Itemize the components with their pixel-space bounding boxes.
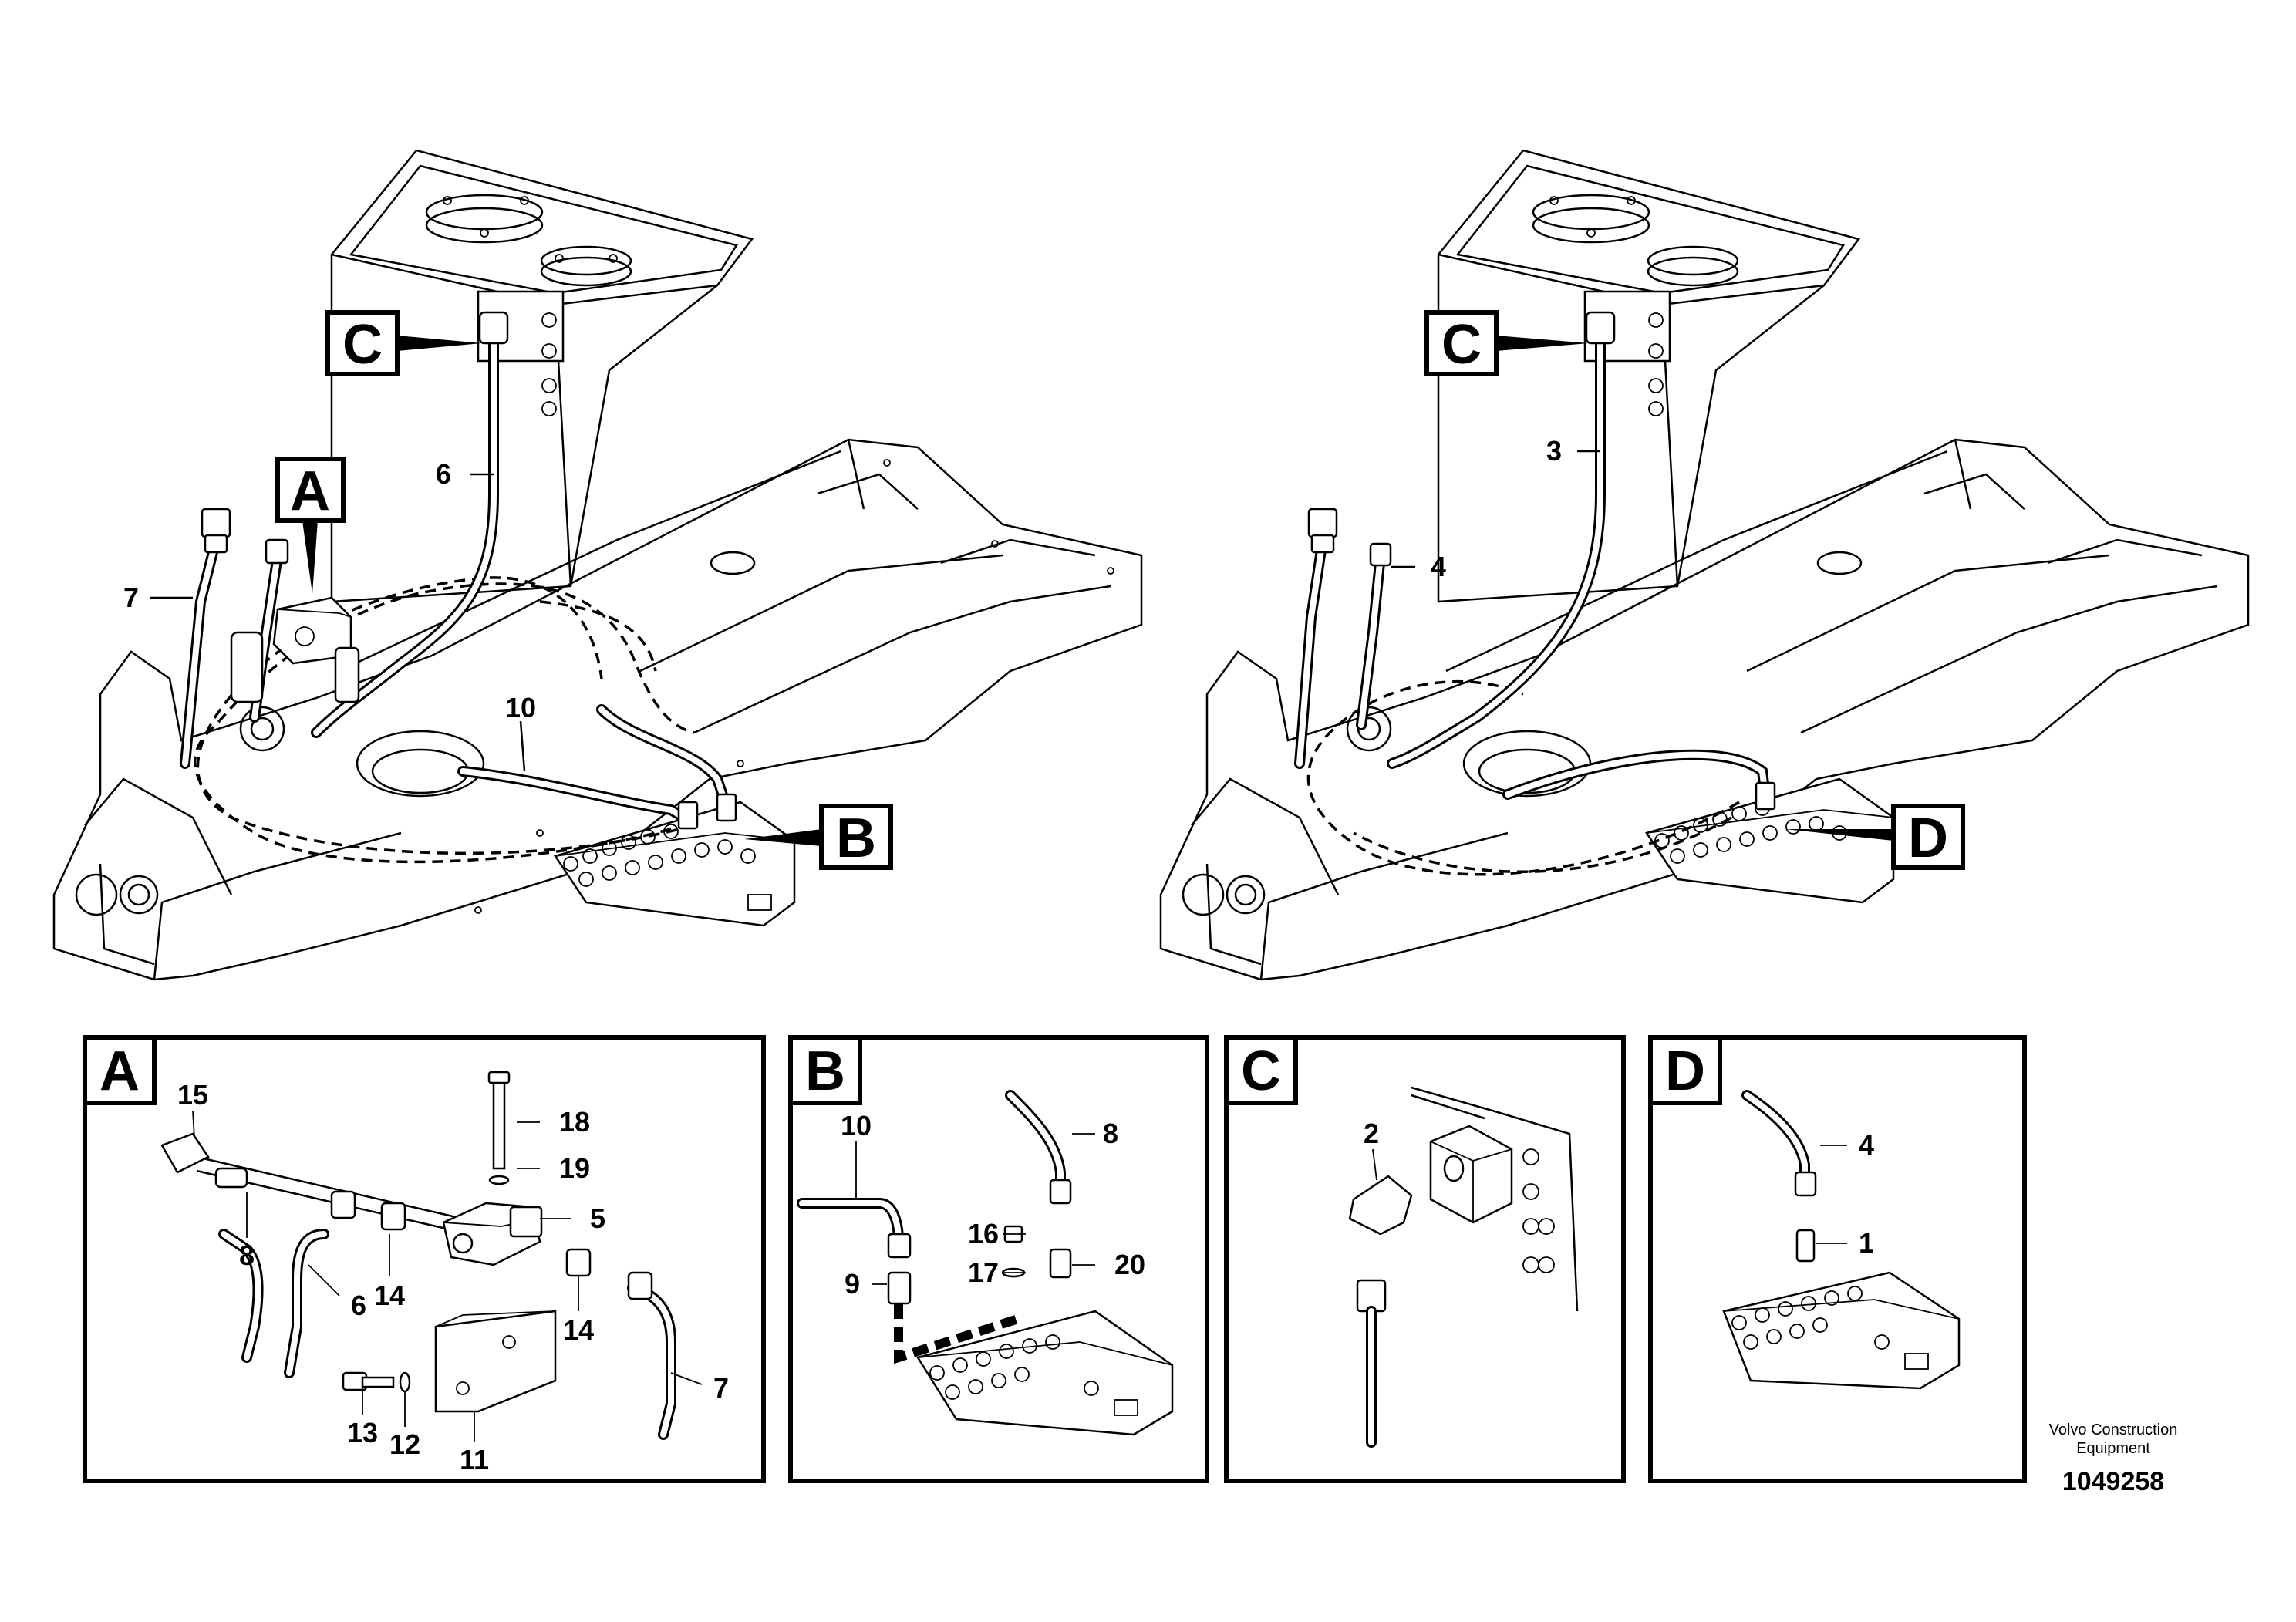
footer-credit: Volvo Construction Equipment 1049258 — [2049, 1421, 2178, 1496]
left-callout-b: B — [744, 804, 893, 870]
detail-d-label-1: 1 — [1859, 1227, 1874, 1259]
detail-b-label-20: 20 — [1114, 1249, 1145, 1280]
left-callout-b-letter: B — [836, 808, 876, 869]
left-pressure-switch-block — [230, 596, 360, 703]
right-hoses — [1294, 311, 1776, 811]
footer-doc-number: 1049258 — [2062, 1467, 2164, 1496]
label-hose-4: 4 — [1431, 551, 1446, 582]
detail-b-label-17: 17 — [968, 1256, 999, 1288]
footer-company-line1: Volvo Construction — [2049, 1421, 2178, 1438]
detail-a-label-18: 18 — [559, 1106, 590, 1138]
right-callout-c-letter: C — [1441, 314, 1482, 376]
label-hose-7: 7 — [123, 582, 139, 613]
right-callout-d: D — [1785, 804, 1965, 870]
detail-c-panel: C 2 — [1224, 1035, 1626, 1483]
left-chassis-frame — [52, 438, 1143, 981]
left-dashed-hose-routes — [194, 576, 695, 864]
detail-a-panel: A — [83, 1035, 766, 1483]
left-main-view: 6 7 10 C A B — [52, 149, 1143, 981]
footer-company-line2: Equipment — [2076, 1440, 2150, 1457]
right-callout-d-letter: D — [1908, 808, 1948, 869]
right-chassis-frame — [1159, 438, 2250, 981]
left-control-valve — [554, 801, 796, 927]
detail-b-label-10: 10 — [841, 1110, 872, 1141]
label-hose-6: 6 — [436, 458, 451, 490]
detail-b-title: B — [805, 1040, 845, 1102]
detail-b-label-16: 16 — [968, 1218, 999, 1249]
right-control-valve — [1645, 777, 1895, 904]
detail-b-panel: B 10 8 16 17 20 9 — [788, 1035, 1209, 1483]
left-callout-c-letter: C — [342, 314, 383, 376]
left-hoses — [180, 311, 737, 830]
detail-a-label-14b: 14 — [563, 1314, 594, 1346]
right-main-view: 3 4 C D — [1159, 149, 2250, 981]
detail-c-label-2: 2 — [1364, 1118, 1379, 1149]
left-callout-a-letter: A — [290, 460, 330, 522]
left-callout-c: C — [325, 310, 482, 376]
detail-a-label-15: 15 — [177, 1079, 208, 1111]
detail-a-label-14a: 14 — [374, 1280, 405, 1311]
detail-d-title: D — [1665, 1040, 1705, 1102]
detail-a-label-7: 7 — [713, 1372, 729, 1404]
left-callout-a: A — [275, 457, 346, 594]
right-dashed-hose-routes — [1306, 679, 1740, 876]
detail-a-label-12: 12 — [389, 1428, 420, 1460]
detail-b-label-8: 8 — [1103, 1118, 1118, 1149]
detail-a-label-5: 5 — [590, 1202, 605, 1234]
detail-a-label-8: 8 — [239, 1239, 255, 1271]
detail-d-label-4: 4 — [1859, 1129, 1874, 1161]
leader-10 — [519, 720, 526, 772]
right-callout-c: C — [1424, 310, 1589, 376]
detail-a-label-13: 13 — [347, 1417, 378, 1448]
detail-c-title: C — [1241, 1040, 1281, 1102]
detail-a-label-6: 6 — [351, 1290, 366, 1321]
detail-a-label-11: 11 — [460, 1444, 489, 1475]
label-hose-3: 3 — [1546, 435, 1562, 467]
detail-a-label-19: 19 — [559, 1152, 590, 1184]
right-hydraulic-tank — [1437, 149, 1861, 603]
label-hose-10: 10 — [505, 692, 536, 723]
detail-d-panel: D 4 1 — [1648, 1035, 2027, 1483]
detail-b-label-9: 9 — [845, 1268, 860, 1300]
detail-a-title: A — [99, 1040, 140, 1102]
